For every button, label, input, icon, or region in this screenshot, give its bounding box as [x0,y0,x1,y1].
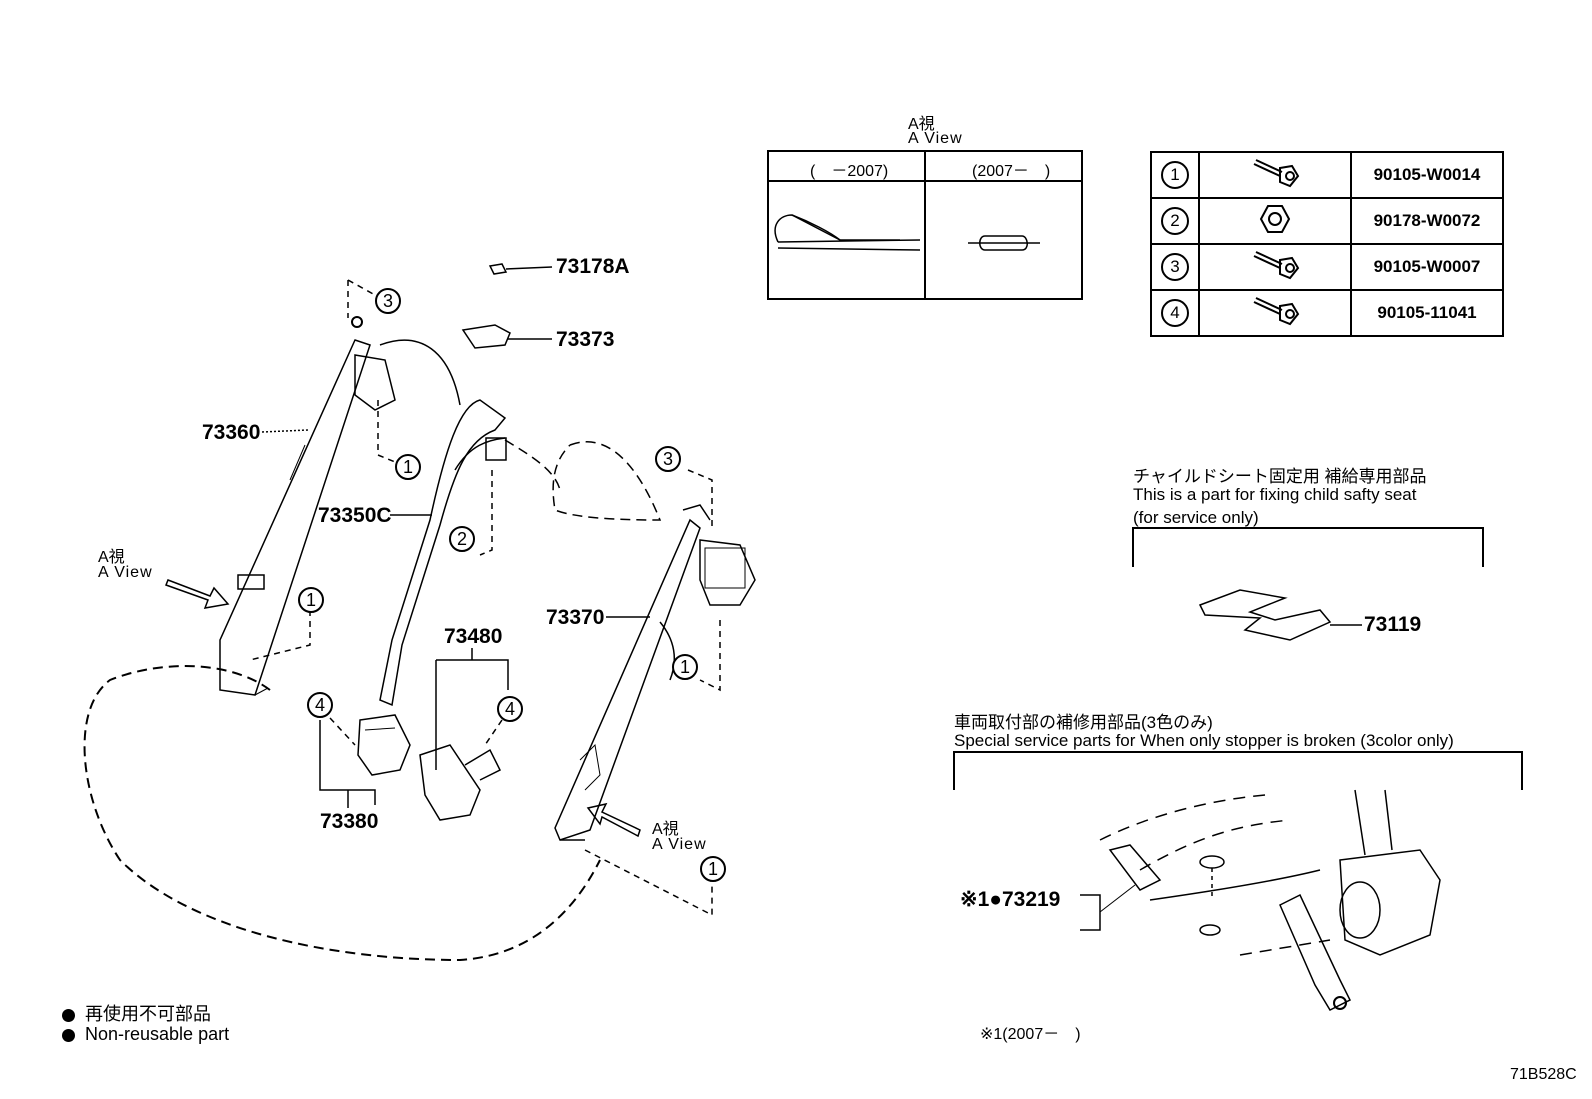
buckle-73480 [419,744,481,821]
stopper-note-jp: 車両取付部の補修用部品(3色のみ) [954,713,1213,732]
part-73119-shape [1198,589,1332,641]
callout-73119[interactable]: 73119 [1364,613,1422,636]
left-arrow-label-en: A View [98,564,153,581]
part-73178a-shape [488,263,508,275]
callout-73370[interactable]: 73370 [546,606,605,629]
a-view-new-clip [968,235,1040,251]
stopper-note-en: Special service parts for When only stop… [954,731,1454,750]
left-retractor [354,354,396,411]
circle-1-right-bottom: 1 [708,859,719,879]
row-num-cell: 2 [1150,197,1200,245]
drawing-id: 71B528C [1510,1066,1577,1083]
stopper-box [953,751,1523,790]
legend-en-row: Non-reusable part [62,1024,229,1045]
stopper-seat-outline [1099,794,1291,871]
bolt-icon [1253,158,1300,187]
non-reusable-bullet-icon [62,1028,75,1042]
stopper-retractor [1339,849,1441,956]
row-icon-cell [1198,151,1352,199]
buckle-73380 [357,714,411,776]
part-number-cell: 90105-W0007 [1350,243,1504,291]
part-73373-shape [461,324,511,349]
child-seat-box [1132,527,1484,567]
row-icon-cell [1198,243,1352,291]
legend-jp: 再使用不可部品 [85,1004,211,1024]
child-seat-note-en2: (for service only) [1133,508,1259,527]
table-row: 2 90178-W0072 [1150,197,1504,245]
non-reusable-bullet-icon [62,1008,75,1022]
seatback-outline-center [379,339,461,406]
callout-73350c[interactable]: 73350C [318,504,392,527]
legend-en: Non-reusable part [85,1024,230,1044]
part-number-cell: 90105-W0014 [1350,151,1504,199]
circle-4-right: 4 [505,699,516,719]
seat-cushion-outline [83,665,601,962]
table-row: 3 90105-W0007 [1150,243,1504,291]
right-arrow-label-jp: A視 [652,821,679,838]
circled-num: 3 [1161,253,1189,281]
row-icon-cell [1198,197,1352,245]
nut-icon [1259,204,1291,233]
callout-73219[interactable]: ※1●73219 [960,888,1061,911]
circle-3-left: 3 [383,291,394,311]
right-retractor [699,539,756,606]
right-arrow-label-en: A View [652,836,707,853]
right-belt-73370 [554,518,701,841]
a-view-col-old: ( －2007) [810,163,889,180]
footnote-2007: ※1(2007－ ) [980,1026,1081,1043]
arrow-a-view-right [586,802,641,838]
fastener-parts-table: 1 90105-W0014 2 90178-W0072 3 90105-W000… [1150,151,1504,337]
callout-73360[interactable]: 73360 [202,421,261,444]
circled-num: 4 [1161,299,1189,327]
table-row: 1 90105-W0014 [1150,151,1504,199]
child-seat-note-jp: チャイルドシート固定用 補給専用部品 [1133,467,1427,486]
seatback-outline-right [552,441,662,521]
arrow-a-view-left [165,579,230,609]
circled-num: 2 [1161,207,1189,235]
circle-1-left-top: 1 [403,457,414,477]
bolt-icon [1253,296,1300,325]
table-row: 4 90105-11041 [1150,289,1504,337]
row-num-cell: 4 [1150,289,1200,337]
callout-73178a[interactable]: 73178A [556,255,630,278]
circle-3-right: 3 [663,449,674,469]
left-belt-73360 [219,339,371,696]
row-icon-cell [1198,289,1352,337]
callout-73373[interactable]: 73373 [556,328,615,351]
part-number-cell: 90178-W0072 [1350,197,1504,245]
bolt-icon [1253,250,1300,279]
circle-2-center: 2 [457,529,468,549]
circle-1-right-mid: 1 [680,657,691,677]
center-belt-73350c [379,399,507,707]
callout-73380[interactable]: 73380 [320,810,379,833]
a-view-col-new: (2007－ ) [972,163,1051,180]
legend-jp-row: 再使用不可部品 [62,1000,211,1026]
callout-73480[interactable]: 73480 [444,625,503,648]
part-number-cell: 90105-11041 [1350,289,1504,337]
circle-4-left: 4 [315,695,326,715]
row-num-cell: 3 [1150,243,1200,291]
a-view-title-jp: A視 [908,116,935,133]
a-view-title-en: A View [908,130,963,147]
left-arrow-label-jp: A視 [98,549,125,566]
circle-1-left-bottom: 1 [306,590,317,610]
circled-num: 1 [1161,161,1189,189]
child-seat-note-en1: This is a part for fixing child safty se… [1133,485,1417,504]
row-num-cell: 1 [1150,151,1200,199]
